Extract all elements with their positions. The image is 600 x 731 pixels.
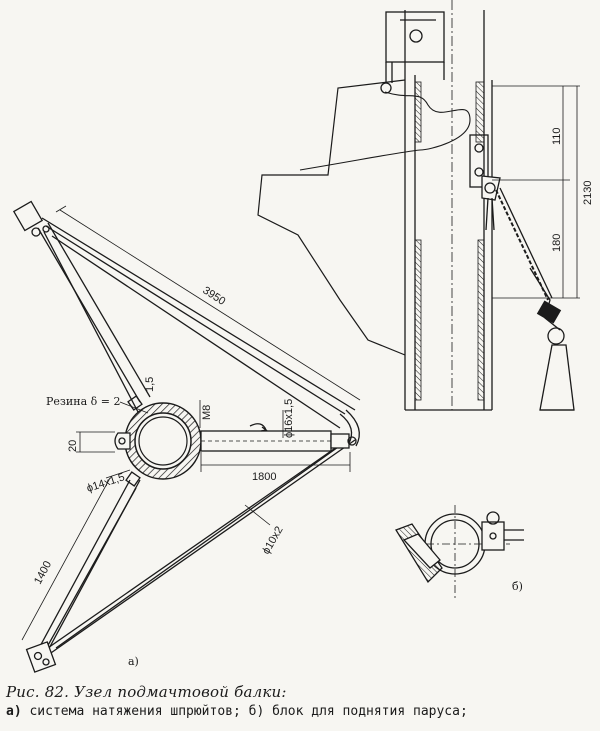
rubber-note: Резина δ = 2: [46, 395, 120, 408]
halyard: [495, 187, 575, 411]
caption-part-a: а): [6, 704, 22, 719]
dim-3950-label: 3950: [200, 284, 227, 307]
dim-1800: [200, 452, 351, 472]
lower-shroud: [44, 439, 356, 656]
sail-rope: [299, 91, 471, 171]
dim-1-5-label: 1,5: [144, 377, 156, 392]
lower-strut: [37, 479, 141, 657]
dim-m8-label: M8: [201, 405, 213, 420]
dim-180-label: 180: [551, 234, 563, 252]
dim-3950: [55, 205, 361, 401]
masthead: [380, 11, 445, 94]
dim-10x2-label: ϕ10x2: [260, 525, 285, 557]
bottom-left-bracket: [25, 641, 57, 673]
dim-1400: [21, 477, 111, 641]
top-left-bracket: [12, 200, 50, 237]
dim-20-label: 20: [67, 440, 79, 452]
caption-rest: система натяжения шпрюйтов; б) блок для …: [29, 704, 468, 719]
upper-shroud: [41, 217, 356, 429]
caption-title: Рис. 82. Узел подмачтовой балки:: [6, 683, 287, 701]
dim-2130-label: 2130: [582, 181, 594, 205]
part-a-label: а): [128, 655, 139, 668]
dim-1400-label: 1400: [32, 559, 54, 586]
dim-110-label: 110: [551, 127, 563, 145]
part-b-drawing: [257, 0, 580, 600]
sheave-block: [469, 134, 501, 231]
mast-section: [114, 395, 202, 487]
part-a-drawing: [12, 200, 361, 673]
dim-1800-label: 1800: [252, 471, 276, 483]
section-b: [395, 505, 524, 600]
upper-strut: [37, 222, 151, 413]
dim-16x1-5-label: ϕ16x1,5: [283, 399, 295, 438]
dim-20: [76, 431, 115, 453]
technical-drawing: 3950 1800 1400 20 M8 1,5 ϕ16x1,5 ϕ14x1,5…: [12, 0, 594, 673]
dim-14x1-5-label: ϕ14x1,5: [85, 471, 126, 495]
sail-outline: [257, 79, 406, 356]
caption-description: а) система натяжения шпрюйтов; б) блок д…: [6, 704, 596, 719]
horizontal-tube: [200, 423, 357, 452]
figure-caption: Рис. 82. Узел подмачтовой балки: а) сист…: [6, 683, 596, 719]
part-b-label: б): [512, 580, 523, 593]
dims-b: [492, 85, 580, 299]
